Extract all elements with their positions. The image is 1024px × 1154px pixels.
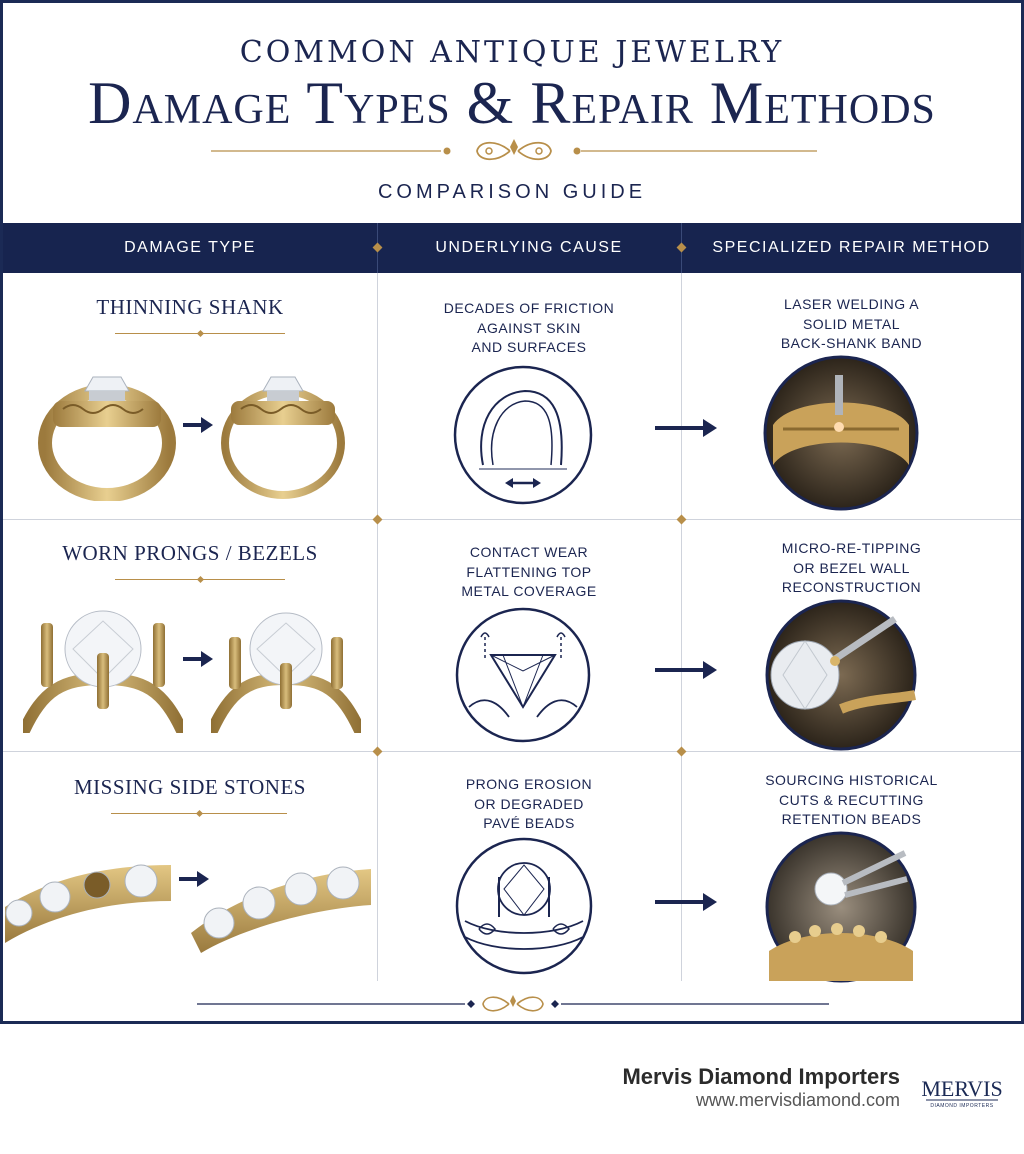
ornament-icon [197,995,829,1012]
column-header-underlying-cause: UNDERLYING CAUSE [435,239,623,256]
column-divider [681,273,682,981]
damage-type-label: WORN PRONGS / BEZELS [62,541,318,565]
svg-text:MERVIS: MERVIS [922,1076,1002,1101]
arrow-right-icon [655,893,717,911]
row-divider [3,751,1021,752]
gold-ring-icon [221,376,345,499]
brand-url[interactable]: www.mervisdiamond.com [695,1090,900,1110]
repair-photo-icon [765,831,917,983]
page-title: Damage Types & Repair Methods [88,70,936,136]
arrow-right-icon [183,651,213,667]
repair-photo-icon [765,599,917,751]
gold-underline [115,575,285,584]
header-subtitle: COMPARISON GUIDE [377,181,647,203]
gold-ring-icon [38,376,176,501]
column-header-repair-method: SPECIALIZED REPAIR METHOD [712,239,991,256]
table-header: DAMAGE TYPE UNDERLYING CAUSE SPECIALIZED… [3,223,1021,273]
svg-text:DIAMOND IMPORTERS: DIAMOND IMPORTERS [930,1103,993,1109]
arrow-right-icon [655,661,717,679]
gold-underline [111,809,287,818]
damage-type-label: THINNING SHANK [96,295,284,319]
gold-ring-icon [211,612,361,733]
damage-type-label: MISSING SIDE STONES [74,775,306,799]
arrow-right-icon [179,871,209,887]
line-drawing-icon [453,365,593,505]
gold-ring-icon [23,610,183,733]
column-divider [377,273,378,981]
line-drawing-icon [455,607,591,743]
arrow-right-icon [183,417,213,433]
row-divider [3,519,1021,520]
repair-photo-icon [763,355,919,511]
line-drawing-icon [455,837,593,975]
brand-name: Mervis Diamond Importers [622,1064,900,1089]
arrow-right-icon [655,419,717,437]
infographic-frame: COMMON ANTIQUE JEWELRY Damage Types & Re… [0,0,1024,1024]
column-header-damage-type: DAMAGE TYPE [124,239,256,256]
gold-ring-icon [191,866,371,953]
ornament-icon [211,139,817,161]
gold-underline [115,329,285,338]
header-kicker: COMMON ANTIQUE JEWELRY [239,35,785,70]
brand-logo: MERVIS DIAMOND IMPORTERS [922,1076,1002,1109]
header: COMMON ANTIQUE JEWELRY Damage Types & Re… [3,3,1021,221]
gold-ring-icon [5,864,171,943]
